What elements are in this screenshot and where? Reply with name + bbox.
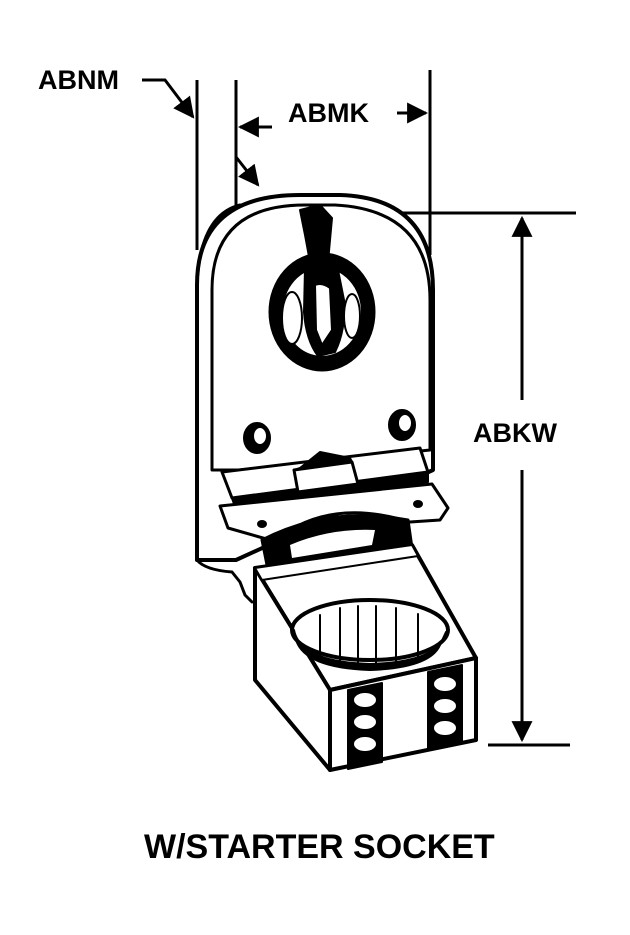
receptacle-contact-highlight [314,283,333,346]
terminal-screw-right-bottom [432,719,458,737]
receptacle-ribs [319,605,419,667]
clamp-latch-top [293,451,353,471]
receptacle-hole-left [281,291,303,345]
plate-edge [195,203,242,287]
label-abkw: ABKW [473,418,557,448]
starter-receptacle [290,598,450,662]
mounting-screw-right-highlight [399,415,411,431]
terminal-screw-left-mid [352,713,378,731]
diagram-caption: W/STARTER SOCKET [144,828,495,866]
terminal-screw-right-top [432,675,458,693]
terminal-screw-right-mid [432,697,458,715]
label-abmk: ABMK [288,98,369,128]
receptacle-hole-right [343,293,361,339]
mounting-screw-left-highlight [254,428,266,444]
dimension-lines [142,70,576,747]
plate-bottom-lip [195,558,254,604]
bracket-hole-right [413,500,423,508]
base-top-edge [254,544,419,581]
terminal-screw-left-bottom [352,735,378,753]
label-abnm: ABNM [38,65,119,95]
abnm-leader [142,78,195,119]
starter-receptacle-wall [293,629,447,671]
starter-socket [195,193,478,772]
socket-neck-highlight [290,529,375,558]
bracket-hole-left [257,520,267,528]
abmk-tick [234,156,260,187]
terminal-screw-left-top [352,691,378,709]
